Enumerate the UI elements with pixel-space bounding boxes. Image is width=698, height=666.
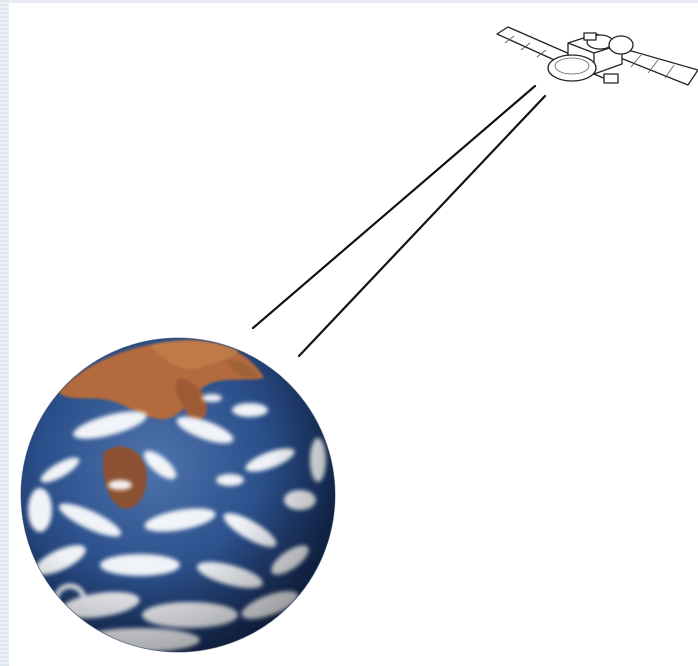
signal-beam — [253, 86, 545, 356]
satellite-icon — [497, 27, 698, 85]
beam-line-upper — [253, 86, 535, 328]
satellite-right-solar-panel — [618, 50, 698, 85]
beam-line-lower — [299, 96, 545, 356]
earth-globe — [21, 338, 335, 652]
